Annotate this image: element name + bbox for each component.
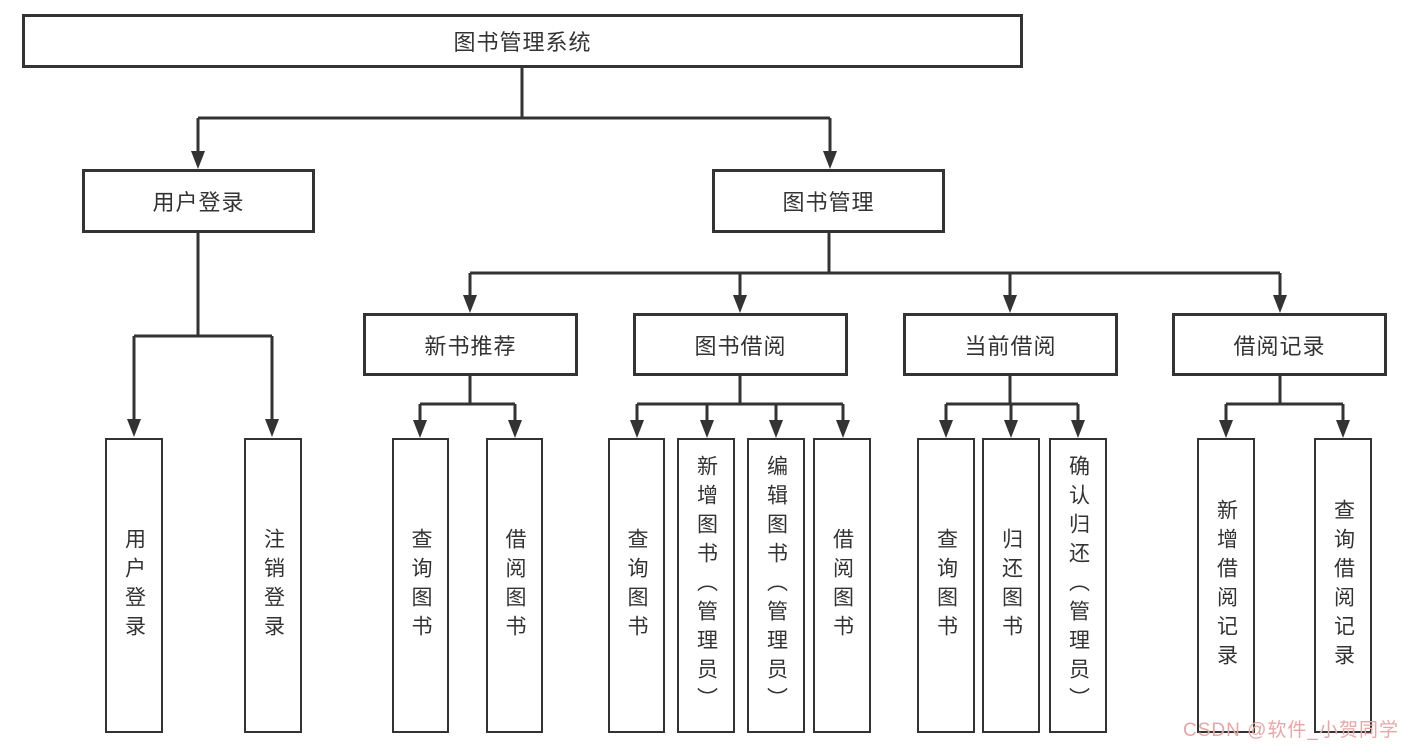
node-current-borrowing: 当前借阅 — [903, 313, 1118, 376]
leaf-borrow-books: 借阅图书 — [813, 438, 871, 733]
node-book-management: 图书管理 — [712, 169, 945, 233]
node-book-borrowing: 图书借阅 — [633, 313, 848, 376]
leaf-query-books-current-label: 查询图书 — [934, 527, 958, 644]
leaf-add-borrow-record: 新增借阅记录 — [1197, 438, 1255, 733]
node-book-management-label: 图书管理 — [782, 190, 875, 215]
node-book-borrowing-label: 图书借阅 — [694, 333, 787, 359]
node-new-book-recommend-label: 新书推荐 — [424, 333, 517, 359]
leaf-borrow-books-recommend-label: 借阅图书 — [503, 527, 527, 644]
leaf-edit-book-admin-label: 编辑图书（管理员） — [764, 455, 788, 716]
node-current-borrowing-label: 当前借阅 — [964, 333, 1057, 359]
node-borrowing-records-label: 借阅记录 — [1233, 333, 1326, 359]
arrowheads — [127, 151, 1350, 438]
leaf-borrow-books-recommend: 借阅图书 — [486, 438, 543, 733]
leaf-query-books-borrow-label: 查询图书 — [625, 527, 649, 644]
leaf-add-book-admin: 新增图书（管理员） — [677, 438, 735, 733]
leaf-query-borrow-record: 查询借阅记录 — [1314, 438, 1372, 733]
leaf-logout-label: 注销登录 — [261, 527, 285, 644]
node-borrowing-records: 借阅记录 — [1172, 313, 1387, 376]
leaf-add-book-admin-label: 新增图书（管理员） — [694, 455, 718, 716]
leaf-query-books-current: 查询图书 — [917, 438, 975, 733]
node-user-login: 用户登录 — [82, 169, 315, 233]
node-root: 图书管理系统 — [22, 14, 1023, 68]
leaf-query-books-recommend: 查询图书 — [392, 438, 449, 733]
tree-branch-lines — [132, 66, 1345, 421]
leaf-borrow-books-label: 借阅图书 — [830, 527, 854, 644]
node-root-label: 图书管理系统 — [453, 30, 592, 55]
leaf-return-book-label: 归还图书 — [999, 527, 1023, 644]
node-new-book-recommend: 新书推荐 — [363, 313, 578, 376]
leaf-query-books-recommend-label: 查询图书 — [409, 527, 433, 644]
csdn-watermark: CSDN @软件_小贺同学 — [1183, 720, 1399, 741]
leaf-query-borrow-record-label: 查询借阅记录 — [1331, 498, 1355, 673]
leaf-edit-book-admin: 编辑图书（管理员） — [747, 438, 805, 733]
leaf-add-borrow-record-label: 新增借阅记录 — [1214, 498, 1238, 673]
leaf-confirm-return-admin: 确认归还（管理员） — [1049, 438, 1107, 733]
leaf-user-login: 用户登录 — [105, 438, 163, 733]
node-user-login-label: 用户登录 — [152, 190, 245, 215]
leaf-return-book: 归还图书 — [982, 438, 1040, 733]
leaf-confirm-return-admin-label: 确认归还（管理员） — [1066, 455, 1090, 716]
leaf-logout: 注销登录 — [244, 438, 302, 733]
leaf-query-books-borrow: 查询图书 — [608, 438, 665, 733]
leaf-user-login-label: 用户登录 — [122, 527, 146, 644]
